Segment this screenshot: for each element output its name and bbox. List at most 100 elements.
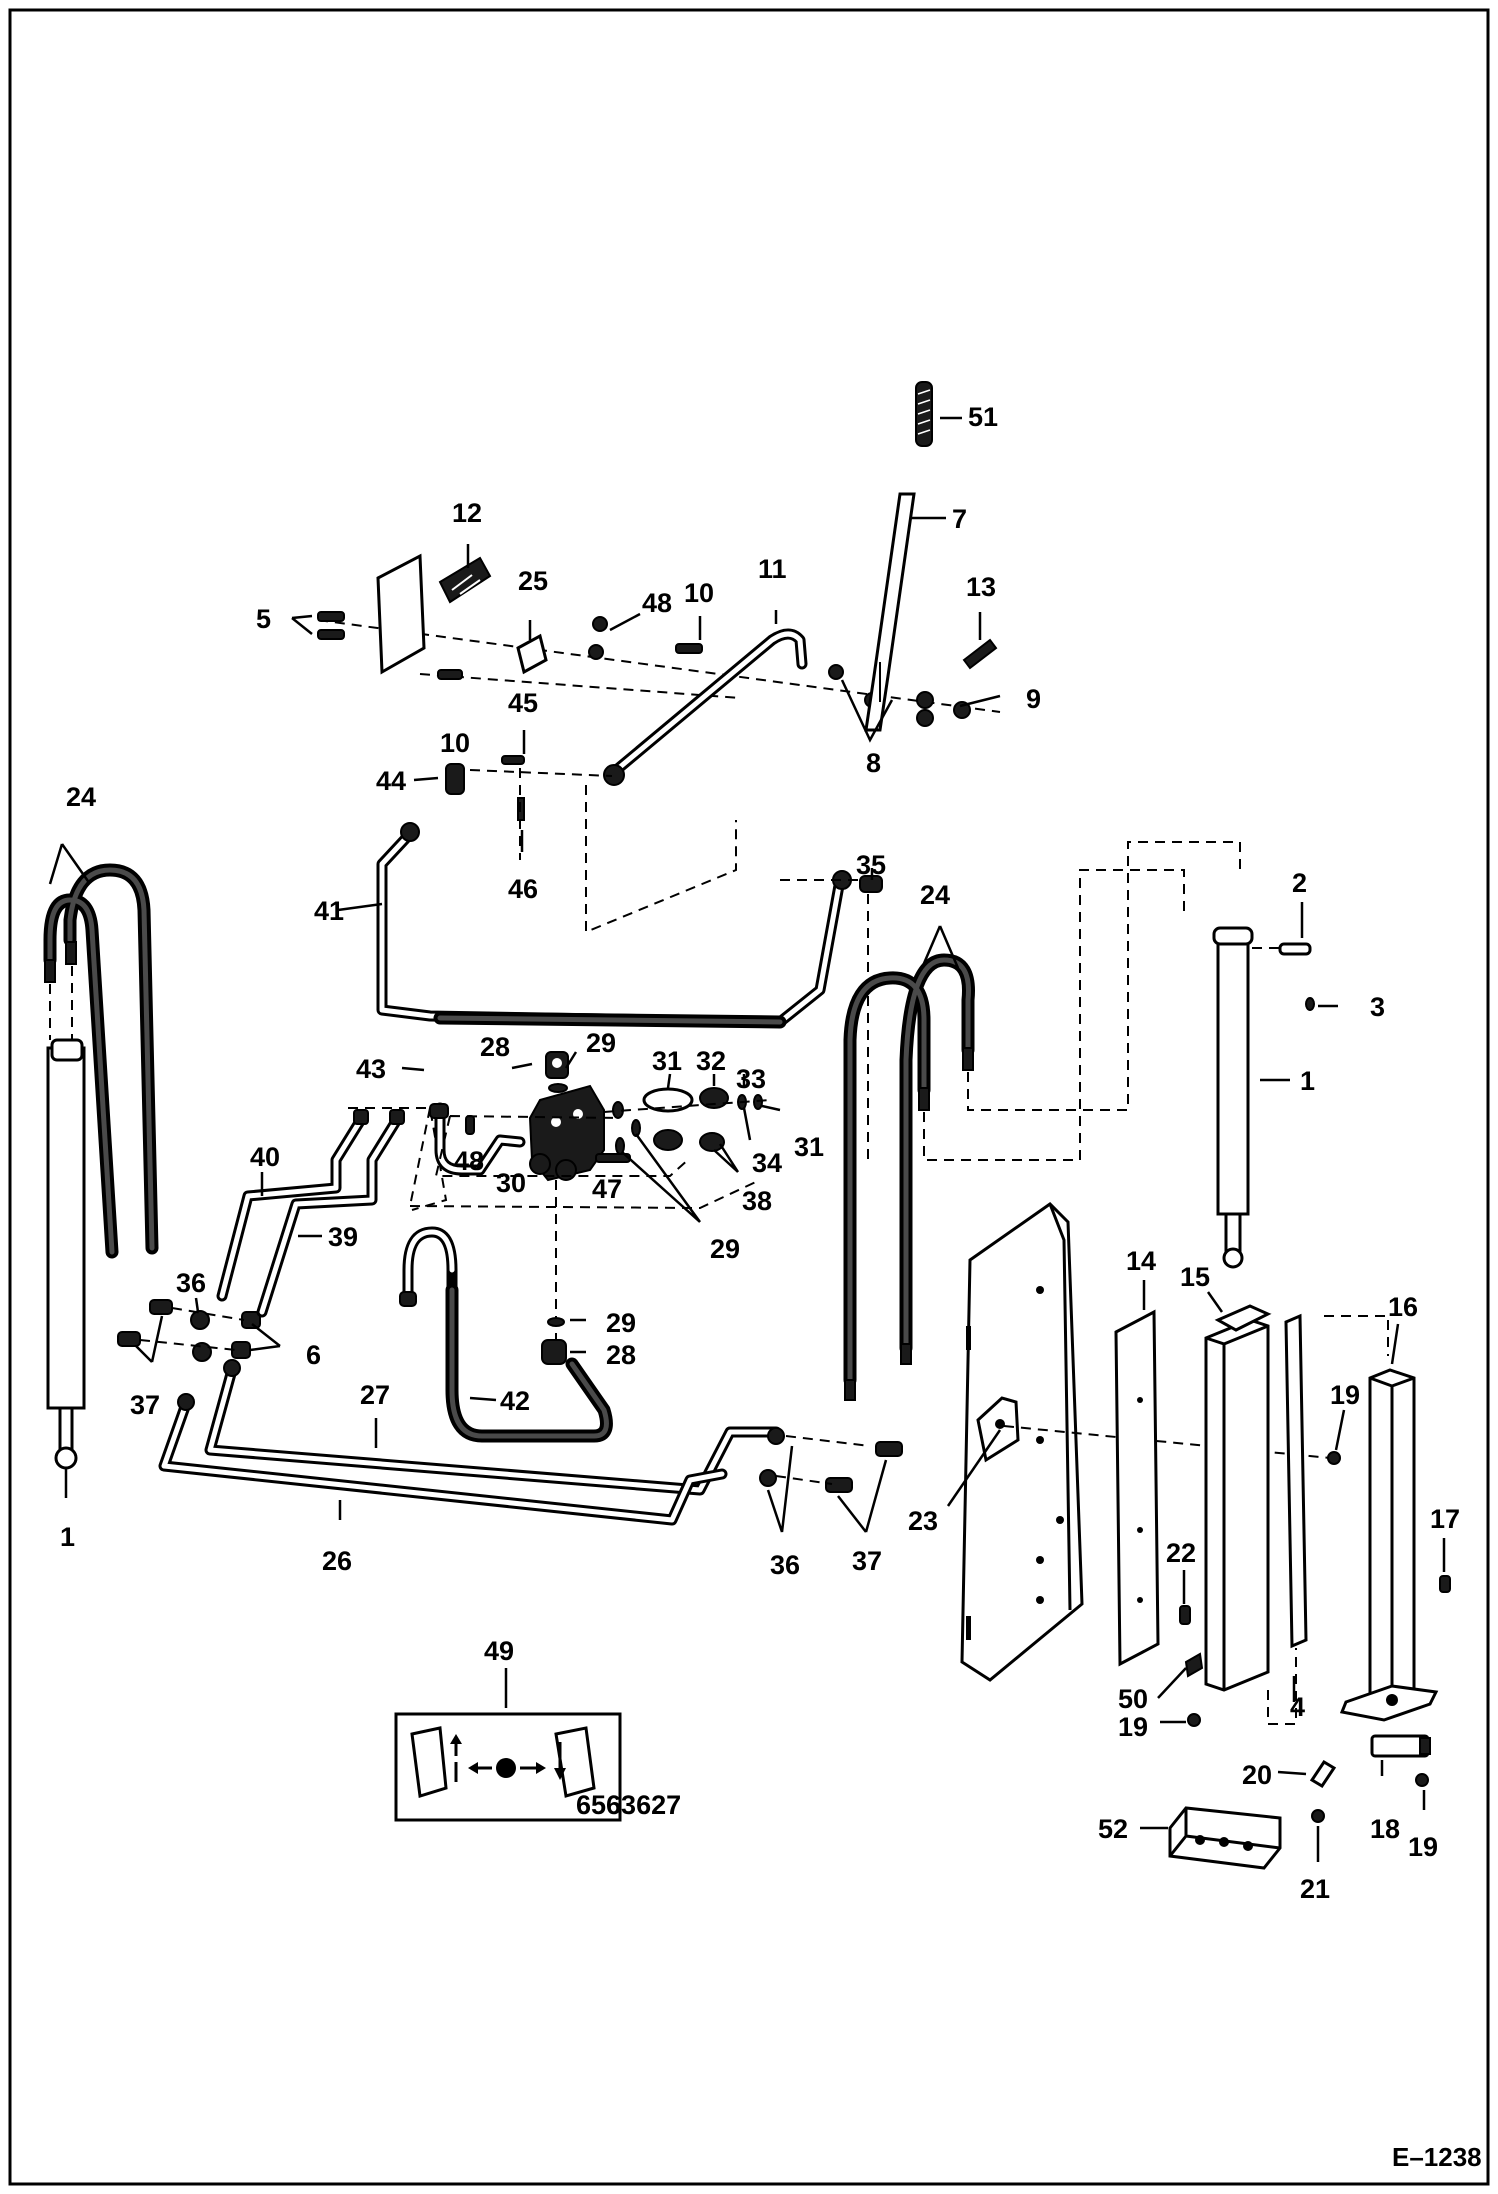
tube-26 [158, 1398, 728, 1526]
mounting-frame [960, 1202, 1451, 1870]
callout-44: 44 [376, 766, 406, 796]
fitting-28b [541, 1339, 567, 1365]
callout-29-top: 29 [586, 1028, 616, 1058]
callout-17: 17 [1430, 1504, 1460, 1534]
callout-32: 32 [696, 1046, 726, 1076]
callout-7: 7 [952, 504, 967, 534]
bracket-plate [516, 633, 548, 675]
elbow-37b [149, 1299, 173, 1315]
callout-29-low: 29 [606, 1308, 636, 1338]
figure-number: E–1238 [1392, 2142, 1482, 2172]
callout-3: 3 [1370, 992, 1385, 1022]
nut-9c [953, 701, 971, 719]
callout-28-top: 28 [480, 1032, 510, 1062]
callout-35: 35 [856, 850, 886, 880]
control-lever [864, 492, 916, 732]
callout-43: 43 [356, 1054, 386, 1084]
callout-36-left: 36 [176, 1268, 206, 1298]
callout-13: 13 [966, 572, 996, 602]
callout-12: 12 [452, 498, 482, 528]
control-lever-assembly [317, 381, 1001, 934]
callout-42: 42 [500, 1386, 530, 1416]
callout-10-mid: 10 [440, 728, 470, 758]
callout-8: 8 [866, 748, 881, 778]
fitting-38a [653, 1129, 683, 1151]
nut-19c [1415, 1773, 1429, 1787]
callout-6: 6 [306, 1340, 321, 1370]
callout-38: 38 [742, 1186, 772, 1216]
rod-end [603, 764, 625, 786]
callout-47: 47 [592, 1174, 622, 1204]
bolt-22 [1179, 1605, 1191, 1625]
callout-33: 33 [736, 1064, 766, 1094]
nut-48a [592, 616, 608, 632]
elbow-37c [825, 1477, 853, 1493]
oring-36a [190, 1310, 210, 1330]
callout-labels: 51 7 13 9 8 12 25 48 10 11 5 45 10 44 46… [60, 402, 1460, 1904]
callout-31-a: 31 [652, 1046, 682, 1076]
callout-28-low: 28 [606, 1340, 636, 1370]
mount-plate [376, 553, 426, 675]
oring-36d [759, 1469, 777, 1487]
callout-41: 41 [314, 896, 344, 926]
bolt-17 [1439, 1575, 1451, 1593]
spool-32 [642, 1087, 694, 1113]
callout-18: 18 [1370, 1814, 1400, 1844]
oring-31b [753, 1094, 763, 1110]
callout-21: 21 [1300, 1874, 1330, 1904]
callout-24-left: 24 [66, 782, 96, 812]
nut-19a [1327, 1451, 1341, 1465]
pin-50 [1184, 1652, 1204, 1678]
elbow-37a [117, 1331, 141, 1347]
callout-11: 11 [758, 554, 787, 584]
bolt-10b [437, 669, 463, 680]
cylinder-left [46, 1046, 86, 1410]
valve-body [528, 1084, 605, 1182]
leader-lines [48, 416, 1446, 1862]
hydraulic-line-41 [376, 822, 883, 1160]
oring-29a [548, 1083, 568, 1093]
spacer-plate-14 [1114, 1309, 1160, 1667]
callout-49: 49 [484, 1636, 514, 1666]
fitting-44 [445, 763, 465, 795]
spacer-8a [828, 664, 844, 680]
clip-3 [1305, 997, 1315, 1011]
callout-37-left: 37 [130, 1390, 160, 1420]
callout-25: 25 [518, 566, 548, 596]
callout-39: 39 [328, 1222, 358, 1252]
nut-9b [916, 709, 934, 727]
callout-36-right: 36 [770, 1550, 800, 1580]
tubes-26-27 [158, 1359, 903, 1526]
plug-48 [465, 1115, 475, 1135]
spring-pin [962, 638, 998, 670]
callout-48-top: 48 [642, 588, 672, 618]
decal-49: 6563627 [394, 1712, 681, 1822]
decal-code: 6563627 [576, 1790, 681, 1820]
bolt-5b [317, 629, 345, 640]
bolt-5a [317, 611, 345, 622]
callout-16: 16 [1388, 1292, 1418, 1322]
callout-26: 26 [322, 1546, 352, 1576]
callout-15: 15 [1180, 1262, 1210, 1292]
control-valve-assembly [399, 1051, 771, 1443]
oring-36b [192, 1342, 212, 1362]
callout-27: 27 [360, 1380, 390, 1410]
nut-48b [588, 644, 604, 660]
strip-4 [1284, 1313, 1308, 1649]
callout-52: 52 [1098, 1814, 1128, 1844]
callout-37-right: 37 [852, 1546, 882, 1576]
pin-2 [1278, 942, 1312, 956]
callout-1-left: 1 [60, 1522, 75, 1552]
elbow-37d [875, 1441, 903, 1457]
connector-6b [231, 1341, 251, 1359]
callout-48-mid: 48 [454, 1146, 484, 1176]
callout-22: 22 [1166, 1538, 1196, 1568]
right-hoses-24 [843, 841, 1241, 1401]
bolt-45 [501, 755, 525, 765]
callout-45: 45 [508, 688, 538, 718]
oring-36c [767, 1427, 785, 1445]
callout-10-top: 10 [684, 578, 714, 608]
callout-24-right: 24 [920, 880, 950, 910]
callout-9: 9 [1026, 684, 1041, 714]
